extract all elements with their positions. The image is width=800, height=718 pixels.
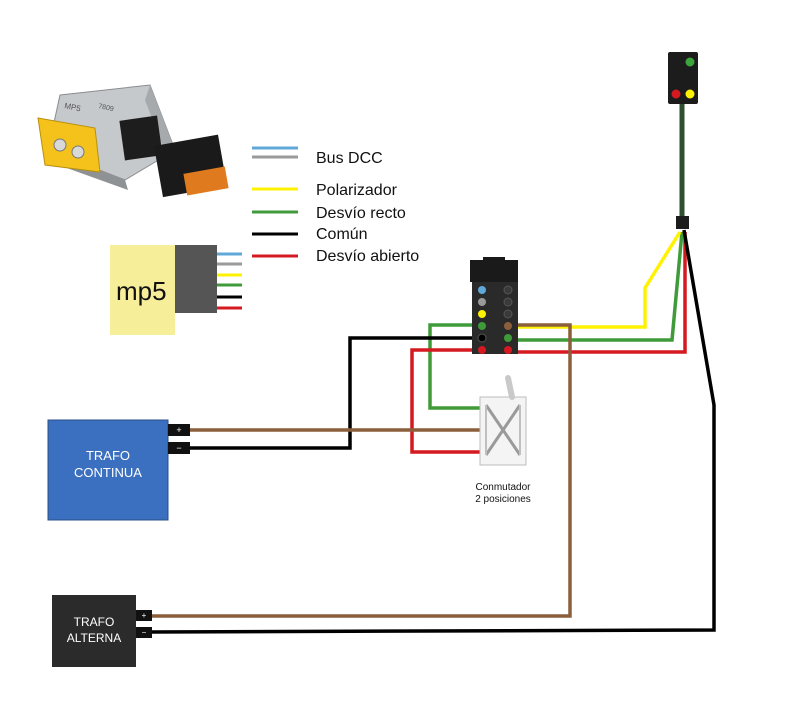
trafo-alterna: TRAFO ALTERNA + − bbox=[52, 595, 152, 667]
signal-base-connector bbox=[676, 216, 689, 229]
wire-green-switch bbox=[428, 323, 480, 410]
pin-bus-dcc-1 bbox=[478, 286, 486, 294]
pin-brown-out bbox=[504, 322, 512, 330]
wire-black-alterna bbox=[149, 229, 716, 634]
signal-light-yellow bbox=[685, 89, 695, 99]
connector-plug bbox=[153, 134, 229, 198]
trafo-alterna-plus-terminal bbox=[136, 610, 152, 621]
wire-yellow-signal bbox=[515, 231, 682, 329]
pin-red-out bbox=[504, 346, 512, 354]
trafo-continua-minus-label: − bbox=[176, 443, 181, 453]
trafo-alterna-minus-label: − bbox=[142, 628, 147, 637]
pin-bus-dcc-2 bbox=[478, 298, 486, 306]
legend-label-desvio-recto: Desvío recto bbox=[316, 205, 406, 222]
pin-desvio-recto bbox=[478, 322, 486, 330]
mp5-connector bbox=[175, 245, 217, 313]
mp5-product-photo: MP5 7809 bbox=[37, 84, 229, 198]
trafo-continua-minus-terminal bbox=[168, 442, 190, 454]
mp5-symbol: mp5 bbox=[110, 245, 242, 335]
photo-text-1: MP5 bbox=[64, 101, 82, 113]
legend-label-desvio-abierto: Desvío abierto bbox=[316, 248, 419, 265]
trafo-continua-plus-label: + bbox=[176, 425, 181, 435]
decoder-terminal-block bbox=[470, 257, 518, 354]
wire-brown-alterna bbox=[150, 323, 572, 618]
signal-head bbox=[668, 52, 698, 229]
trafo-continua-label-2: CONTINUA bbox=[74, 465, 142, 480]
wire-red-switch bbox=[410, 348, 480, 454]
conmutador-label-1: Conmutador bbox=[475, 482, 531, 493]
legend-label-comun: Común bbox=[316, 226, 368, 243]
legend-label-bus-dcc: Bus DCC bbox=[316, 150, 383, 167]
trafo-alterna-plus-label: + bbox=[142, 611, 147, 620]
trafo-alterna-minus-terminal bbox=[136, 627, 152, 638]
trafo-continua-body bbox=[47, 419, 169, 521]
conmutador-switch: Conmutador 2 posiciones bbox=[475, 375, 531, 505]
trafo-alterna-body bbox=[52, 595, 136, 667]
signal-light-red bbox=[671, 89, 681, 99]
trafo-continua: TRAFO CONTINUA + − bbox=[47, 419, 190, 521]
wires bbox=[149, 103, 716, 634]
mp5-body bbox=[110, 245, 175, 335]
signal-light-green bbox=[685, 57, 695, 67]
trafo-alterna-label-1: TRAFO bbox=[74, 615, 115, 629]
mp5-label: mp5 bbox=[116, 276, 167, 306]
pin-green-out bbox=[504, 334, 512, 342]
photo-text-2: 7809 bbox=[98, 103, 115, 113]
wire-black-continua bbox=[188, 336, 472, 450]
pin-polarizador bbox=[478, 310, 486, 318]
legend-label-polarizador: Polarizador bbox=[316, 182, 398, 199]
trafo-continua-plus-terminal bbox=[168, 424, 190, 436]
trafo-continua-label-1: TRAFO bbox=[86, 448, 130, 463]
trafo-alterna-label-2: ALTERNA bbox=[67, 631, 121, 645]
wire-red-signal bbox=[515, 232, 687, 354]
pin-comun bbox=[477, 333, 487, 343]
conmutador-label-2: 2 posiciones bbox=[475, 494, 531, 505]
switch-lever bbox=[505, 375, 515, 400]
legend: Bus DCC Polarizador Desvío recto Común D… bbox=[252, 146, 419, 265]
wire-green-signal bbox=[515, 231, 684, 342]
pin-desvio-abierto bbox=[478, 346, 486, 354]
